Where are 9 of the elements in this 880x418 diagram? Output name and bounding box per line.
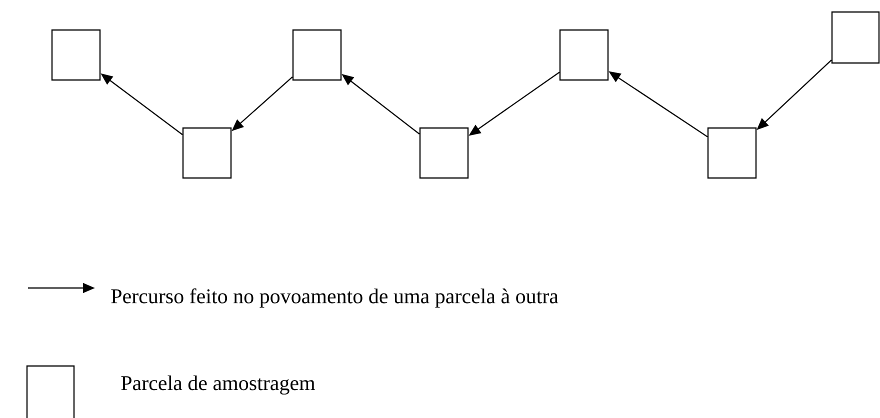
plot-box — [831, 11, 880, 64]
legend-text: Percurso feito no povoamento de uma parcela à outra — [111, 288, 558, 308]
plot-box — [182, 127, 232, 179]
plot-box — [51, 29, 101, 81]
legend-text: Parcela de amostragem — [121, 375, 316, 395]
plot-box — [292, 29, 342, 81]
plot-box — [419, 127, 469, 179]
plot-box — [559, 29, 609, 81]
plot-box — [707, 127, 757, 179]
